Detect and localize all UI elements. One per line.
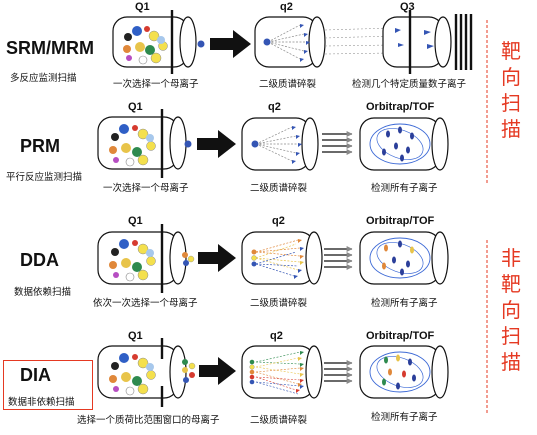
q2-cylinder <box>254 16 326 68</box>
side-char: 扫 <box>501 91 521 115</box>
mode-subtitle-srm: 多反应监测扫描 <box>10 73 77 84</box>
detector <box>454 14 473 70</box>
label-orbitrap-dia: Orbitrap/TOF <box>366 330 435 342</box>
transfer-arrow <box>210 30 251 58</box>
side-char: 描 <box>501 117 521 141</box>
side-char: 向 <box>501 65 521 89</box>
selected-ion <box>184 140 192 148</box>
caption-detect-dia: 检测所有子离子 <box>371 412 438 423</box>
side-char: 非 <box>501 246 521 270</box>
q2-cylinder <box>241 231 323 285</box>
transfer-arrow <box>198 244 236 272</box>
side-label-targeted: 靶 向 扫 描 <box>498 38 524 142</box>
row-srm <box>112 10 473 74</box>
caption-detect-srm: 检测几个特定质量数子离子 <box>352 79 467 90</box>
label-q2-prm: q2 <box>268 101 281 113</box>
caption-detect-prm: 检测所有子离子 <box>371 183 438 194</box>
caption-select-dia: 选择一个质荷比范围窗口的母离子 <box>77 415 220 426</box>
side-char: 描 <box>501 350 521 374</box>
q1-cylinder <box>112 10 197 74</box>
q2-cylinder <box>241 117 319 171</box>
caption-select-srm: 一次选择一个母离子 <box>113 79 199 90</box>
transfer-arrow <box>197 130 236 158</box>
side-char: 靶 <box>501 272 521 296</box>
orbitrap-cylinder <box>359 231 449 285</box>
q1-cylinder <box>97 109 187 178</box>
q2-cylinder <box>241 345 323 399</box>
multi-arrow <box>324 246 353 270</box>
side-char: 向 <box>501 298 521 322</box>
selected-ion <box>182 359 188 365</box>
side-char: 靶 <box>501 39 521 63</box>
label-q2-dia: q2 <box>270 330 283 342</box>
side-char: 扫 <box>501 324 521 348</box>
q1-cylinder <box>97 338 187 407</box>
dia-highlight-box <box>3 360 93 410</box>
mode-title-srm: SRM/MRM <box>6 38 94 58</box>
label-q1-dda: Q1 <box>128 215 143 227</box>
transfer-rays <box>324 27 393 55</box>
caption-select-dda: 依次一次选择一个母离子 <box>93 298 198 309</box>
label-q3-srm: Q3 <box>400 1 415 13</box>
caption-fragment-dda: 二级质谱碎裂 <box>250 298 308 309</box>
side-label-untargeted: 非 靶 向 扫 描 <box>498 245 524 375</box>
mode-subtitle-dia: 数据非依赖扫描 <box>8 397 75 408</box>
label-q1-prm: Q1 <box>128 101 143 113</box>
mode-title-dia: DIA <box>20 365 51 385</box>
orbitrap-cylinder <box>359 117 449 171</box>
caption-detect-dda: 检测所有子离子 <box>371 298 438 309</box>
caption-fragment-dia: 二级质谱碎裂 <box>250 415 308 426</box>
mode-subtitle-prm: 平行反应监测扫描 <box>6 172 83 183</box>
selected-ion <box>197 40 205 48</box>
row-dia <box>97 338 449 407</box>
caption-fragment-prm: 二级质谱碎裂 <box>250 183 308 194</box>
label-q1-dia: Q1 <box>128 330 143 342</box>
caption-fragment-srm: 二级质谱碎裂 <box>259 79 317 90</box>
caption-select-prm: 一次选择一个母离子 <box>103 183 189 194</box>
multi-arrow <box>322 131 353 155</box>
multi-arrow <box>324 360 353 384</box>
q1-cylinder <box>97 224 187 293</box>
q3-cylinder <box>382 10 452 74</box>
label-q2-dda: q2 <box>272 215 285 227</box>
mode-title-dda: DDA <box>20 250 59 270</box>
orbitrap-cylinder <box>359 345 449 399</box>
mode-subtitle-dda: 数据依赖扫描 <box>14 287 72 298</box>
row-prm <box>97 109 449 178</box>
label-orbitrap-dda: Orbitrap/TOF <box>366 215 435 227</box>
mode-title-prm: PRM <box>20 136 60 156</box>
label-orbitrap-prm: Orbitrap/TOF <box>366 101 435 113</box>
label-q1-srm: Q1 <box>135 1 150 13</box>
selected-ion <box>182 252 188 258</box>
label-q2-srm: q2 <box>280 1 293 13</box>
row-dda <box>97 224 449 293</box>
transfer-arrow <box>199 357 236 385</box>
